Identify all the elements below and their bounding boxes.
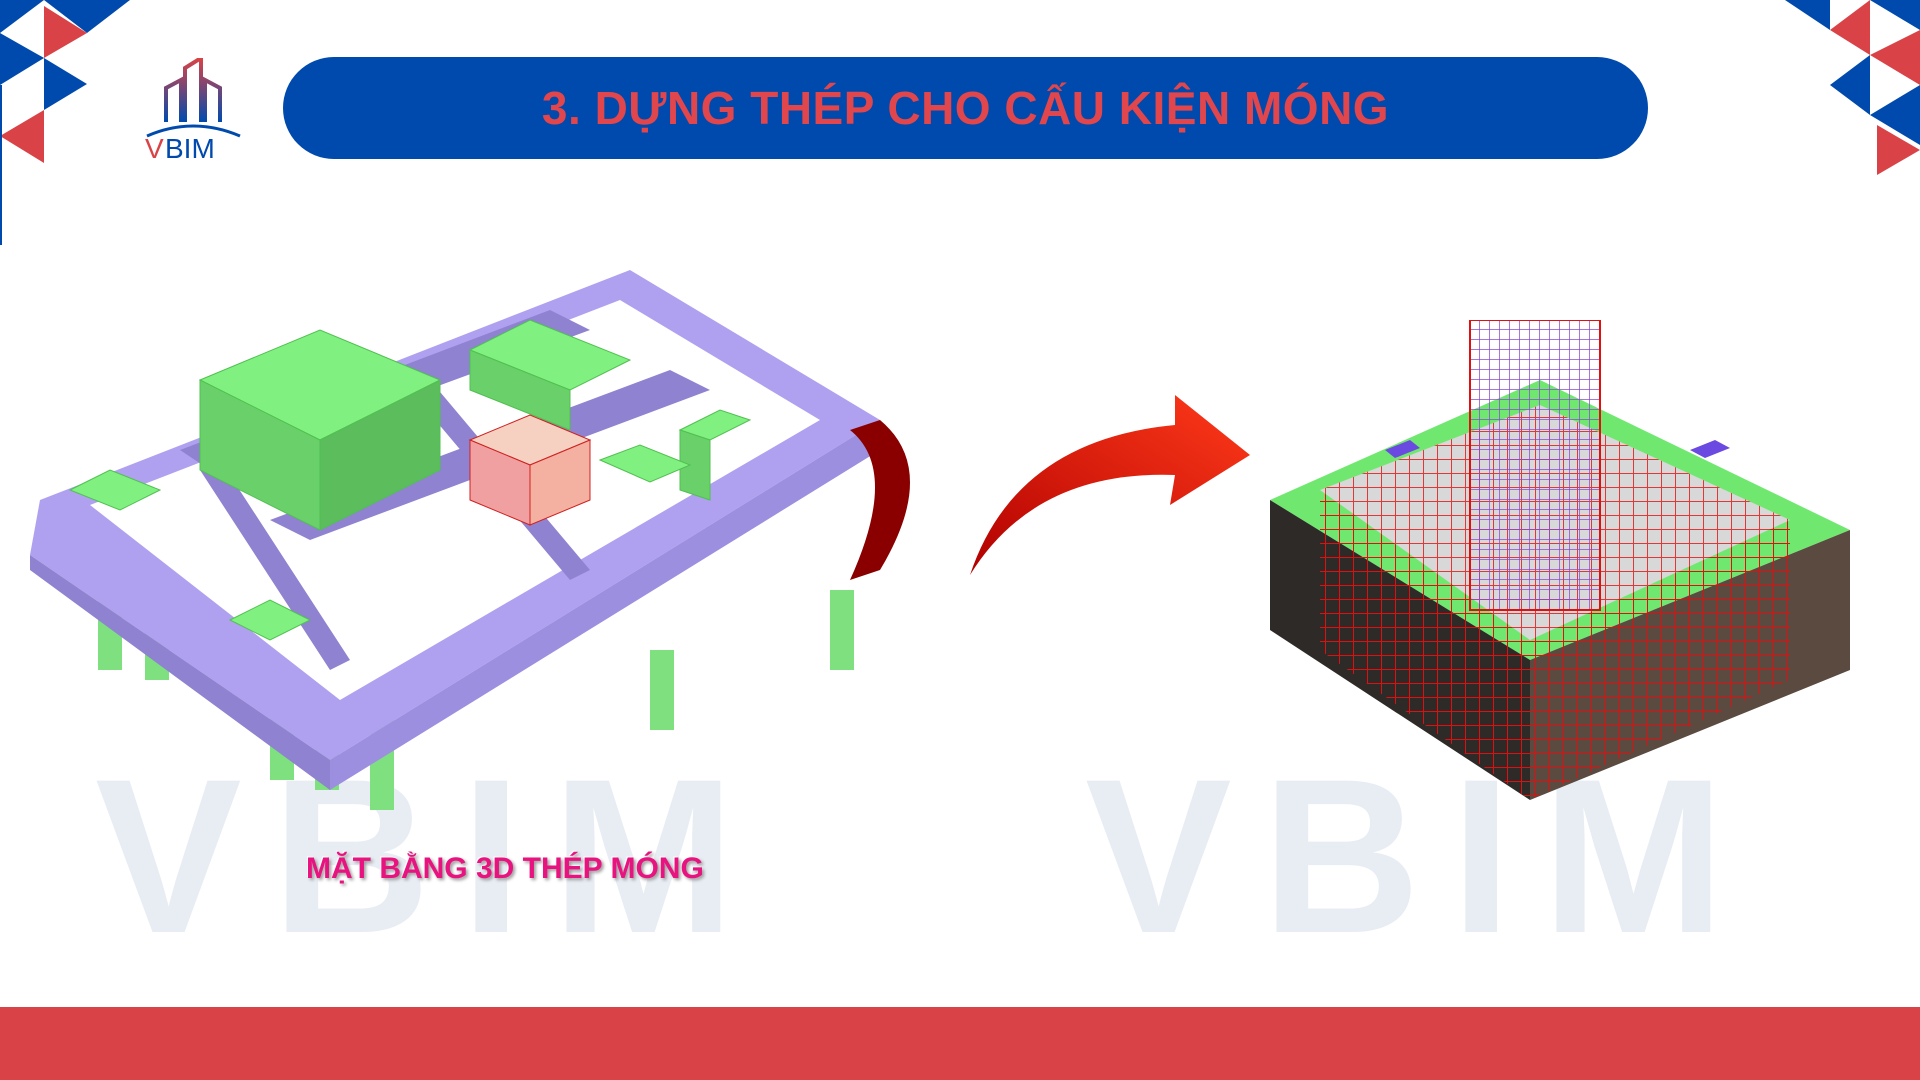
corner-decoration-right	[1785, 0, 1920, 175]
vbim-logo: V BIM	[145, 54, 245, 164]
watermark-left: VBIM	[95, 733, 765, 979]
arrow-icon	[970, 395, 1250, 575]
svg-text:V: V	[145, 133, 164, 158]
footing-rebar-3d	[1270, 320, 1850, 800]
corner-decoration-left	[0, 0, 130, 245]
page-title: 3. DỰNG THÉP CHO CẤU KIỆN MÓNG	[541, 82, 1390, 134]
title-banner: 3. DỰNG THÉP CHO CẤU KIỆN MÓNG	[283, 57, 1648, 159]
svg-text:BIM: BIM	[165, 133, 215, 158]
figure-caption: MẶT BẰNG 3D THÉP MÓNG	[306, 852, 704, 885]
rebar-cage	[468, 414, 592, 526]
watermark-right: VBIM	[1085, 733, 1755, 979]
foundation-3d-plan	[30, 270, 910, 810]
footer-bar	[0, 1007, 1920, 1080]
